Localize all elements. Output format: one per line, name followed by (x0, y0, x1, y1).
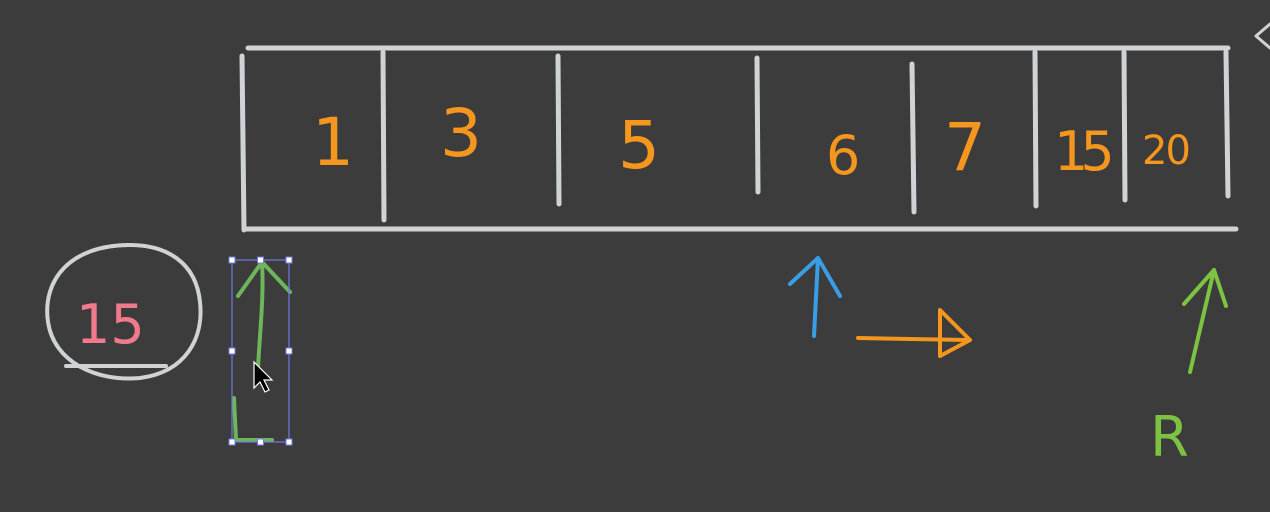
resize-handle[interactable] (228, 438, 236, 446)
array-left-border (239, 53, 247, 233)
array-cell-value: 6 (826, 124, 860, 187)
array-box (239, 45, 1239, 233)
cell-divider (1121, 49, 1128, 203)
array-cell-value: 7 (944, 109, 986, 186)
array-cell-value: 20 (1142, 128, 1189, 174)
selection-handles[interactable] (228, 256, 293, 446)
resize-handle[interactable] (257, 438, 264, 446)
up-arrow-head (788, 256, 842, 298)
up-arrow-icon (1188, 268, 1216, 374)
arrow-head (938, 308, 972, 358)
target-value: 15 (76, 293, 145, 356)
array-cell-value: 3 (440, 95, 482, 172)
up-arrow-icon (256, 260, 265, 370)
left-pointer-stroke (232, 396, 274, 442)
arrow-shaft (856, 336, 970, 342)
cell-divider (555, 53, 562, 207)
right-pointer-label: R (1150, 405, 1189, 470)
array-cell-value: 15 (1054, 120, 1110, 183)
cell-divider (1032, 49, 1039, 209)
mouse-pointer-icon (253, 360, 274, 393)
cell-divider (754, 55, 761, 195)
right-pointer: R (1150, 268, 1228, 470)
target-circle (45, 243, 203, 381)
resize-handle[interactable] (257, 256, 264, 264)
cell-divider (909, 61, 917, 215)
array-cell-value: 5 (618, 107, 660, 184)
cell-divider (380, 49, 387, 223)
resize-handle[interactable] (285, 347, 293, 355)
array-right-border (1223, 49, 1231, 199)
resize-handle[interactable] (228, 256, 236, 264)
up-arrow-icon (812, 256, 820, 338)
resize-handle[interactable] (228, 347, 236, 355)
array-cell-value: 1 (312, 104, 354, 181)
left-pointer[interactable]: L (228, 256, 293, 483)
resize-handle[interactable] (285, 438, 293, 446)
chevron-left-icon[interactable] (1254, 22, 1270, 50)
up-arrow-head (1182, 268, 1228, 308)
mid-pointer (788, 256, 842, 338)
right-arrow-icon (856, 308, 972, 358)
resize-handle[interactable] (285, 256, 293, 264)
target-marker: 15 (45, 243, 203, 381)
array-values: 1 3 5 6 7 15 20 (312, 95, 1191, 187)
